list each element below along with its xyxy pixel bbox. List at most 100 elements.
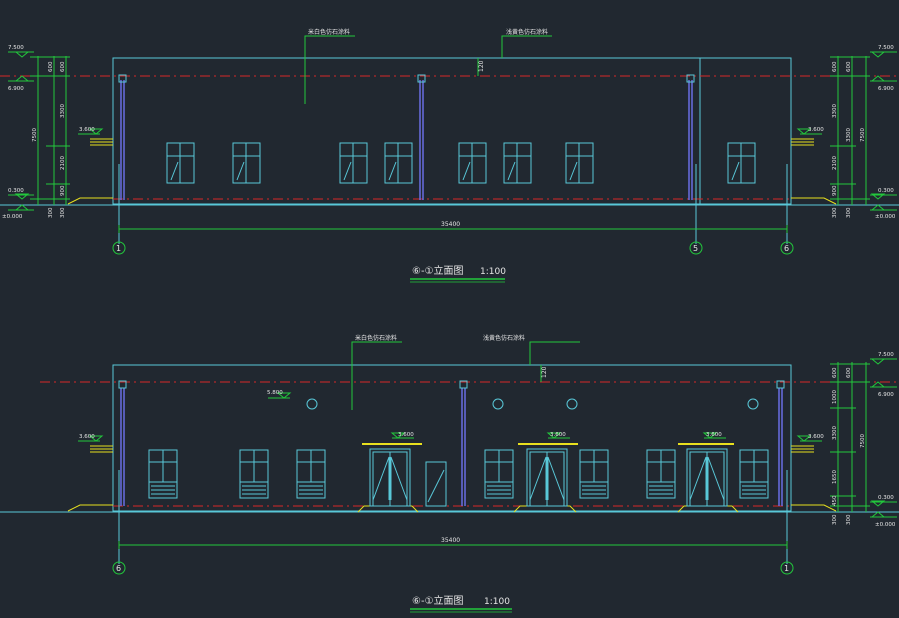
material-leaders <box>304 35 552 104</box>
svg-text:1: 1 <box>116 244 121 253</box>
door <box>686 448 728 507</box>
plinth-right <box>791 197 837 205</box>
level-3600-left-b: 3.600 <box>79 434 95 440</box>
canopy-level-3: 3.600 <box>706 432 722 438</box>
left-ledge-b <box>90 445 113 453</box>
right-ledge <box>791 138 814 146</box>
window <box>503 142 532 184</box>
dim-300-r2: 300 <box>846 207 852 218</box>
window <box>565 142 594 184</box>
canopy-level-1: 3.600 <box>398 432 414 438</box>
level-0300-right: 0.300 <box>878 188 894 194</box>
dim-7500: 7500 <box>32 128 38 142</box>
top-elevation: 米白色仿石涂料 浅黄色仿石涂料 120 35400 1 5 6 7.50 <box>0 28 899 283</box>
left-level-markers <box>14 51 104 211</box>
axis-bubble-1: 1 <box>112 241 126 255</box>
dim-900-r: 900 <box>832 185 838 196</box>
axis-bubble-5: 5 <box>689 241 703 255</box>
level-6900-right: 6.900 <box>878 86 894 92</box>
level-000-right: ±0.000 <box>875 214 896 220</box>
svg-text:1: 1 <box>784 564 789 573</box>
level-3600-right-b: 3.600 <box>808 434 824 440</box>
window <box>579 449 609 499</box>
window <box>339 142 368 184</box>
level-7500-right-b: 7.500 <box>878 352 894 358</box>
right-level-markers <box>796 51 886 211</box>
window <box>646 449 676 499</box>
plinth-left <box>67 197 113 205</box>
plinth-right-b <box>791 504 837 512</box>
canopy-level-2: 3.600 <box>550 432 566 438</box>
level-6900-right-b: 6.900 <box>878 392 894 398</box>
dim-1650-rb: 1650 <box>832 470 838 484</box>
overall-dimension-b <box>118 541 788 549</box>
bottom-windows <box>148 449 769 499</box>
right-ledge-b <box>791 445 814 453</box>
leader-label-right: 浅黄色仿石涂料 <box>506 28 548 36</box>
dim-450-rb: 450 <box>832 495 838 506</box>
bottom-title-block: ⑥-①立面图 1:100 <box>410 594 512 613</box>
drawing-scale-b: 1:100 <box>484 597 510 607</box>
total-dim: 35400 <box>441 221 460 228</box>
dim-600-r: 600 <box>832 61 838 72</box>
axis-bubble-6-b: 6 <box>112 561 126 575</box>
material-leaders-b <box>268 341 580 410</box>
window <box>458 142 487 184</box>
parapet-dim-b: 120 <box>541 366 548 378</box>
axis-bubble-6: 6 <box>780 241 794 255</box>
downpipe-heads <box>118 74 695 83</box>
dim-600: 600 <box>48 61 54 72</box>
drawing-title-b: ⑥-①立面图 <box>412 594 464 607</box>
leader-label-left: 米白色仿石涂料 <box>308 28 350 36</box>
facade-outline <box>112 57 792 205</box>
level-7500-left: 7.500 <box>8 45 24 51</box>
dim-300-rb: 300 <box>832 514 838 525</box>
downpipe-heads-b <box>118 380 785 389</box>
leader-label-right-b: 浅黄色仿石涂料 <box>483 334 525 342</box>
dim-6600-r: 3300 <box>846 128 852 142</box>
level-0300-right-b: 0.300 <box>878 495 894 501</box>
svg-text:5: 5 <box>693 244 698 253</box>
double-doors <box>369 448 728 507</box>
total-dim-b: 35400 <box>441 537 460 544</box>
dim-600-b: 600 <box>60 61 66 72</box>
overall-dimension <box>118 225 788 233</box>
right-level-markers-b <box>796 358 886 518</box>
dim-300-rb2: 300 <box>846 514 852 525</box>
vent-circles <box>306 398 759 410</box>
downpipes-b <box>120 388 783 506</box>
dim-7500-rb: 7500 <box>860 434 866 448</box>
dim-3300: 3300 <box>60 104 66 118</box>
window <box>166 142 195 184</box>
level-3600-right: 3.600 <box>808 127 824 133</box>
leader-label-left-b: 米白色仿石涂料 <box>355 334 397 342</box>
dim-600-r2: 600 <box>846 61 852 72</box>
plinth-left-b <box>67 504 113 512</box>
vent-level: 5.800 <box>267 390 283 396</box>
door <box>526 448 568 507</box>
downpipes <box>120 80 693 200</box>
window <box>384 142 413 184</box>
level-7500-right: 7.500 <box>878 45 894 51</box>
level-0300-left: 0.300 <box>8 188 24 194</box>
dim-300-r: 300 <box>832 207 838 218</box>
window <box>296 449 326 499</box>
window <box>739 449 769 499</box>
single-door <box>425 461 447 507</box>
dim-2100: 2100 <box>60 156 66 170</box>
dim-900: 900 <box>60 185 66 196</box>
canopy-level-markers <box>390 432 726 439</box>
dim-3300-r: 3300 <box>832 104 838 118</box>
window <box>727 142 756 184</box>
level-000-right-b: ±0.000 <box>875 522 896 528</box>
facade-outline-bottom <box>112 364 792 512</box>
drawing-scale: 1:100 <box>480 267 506 277</box>
svg-text:6: 6 <box>784 244 789 253</box>
bottom-elevation: 3.600 3.600 3.600 米白色仿石涂料 浅黄色仿石涂料 120 5.… <box>0 334 899 613</box>
dim-2100-r: 2100 <box>832 156 838 170</box>
level-6900-left: 6.900 <box>8 86 24 92</box>
top-title-block: ⑥-①立面图 1:100 <box>410 264 506 283</box>
dim-7500-r: 7500 <box>860 128 866 142</box>
level-3600-left: 3.600 <box>79 127 95 133</box>
left-ledge <box>90 138 113 146</box>
